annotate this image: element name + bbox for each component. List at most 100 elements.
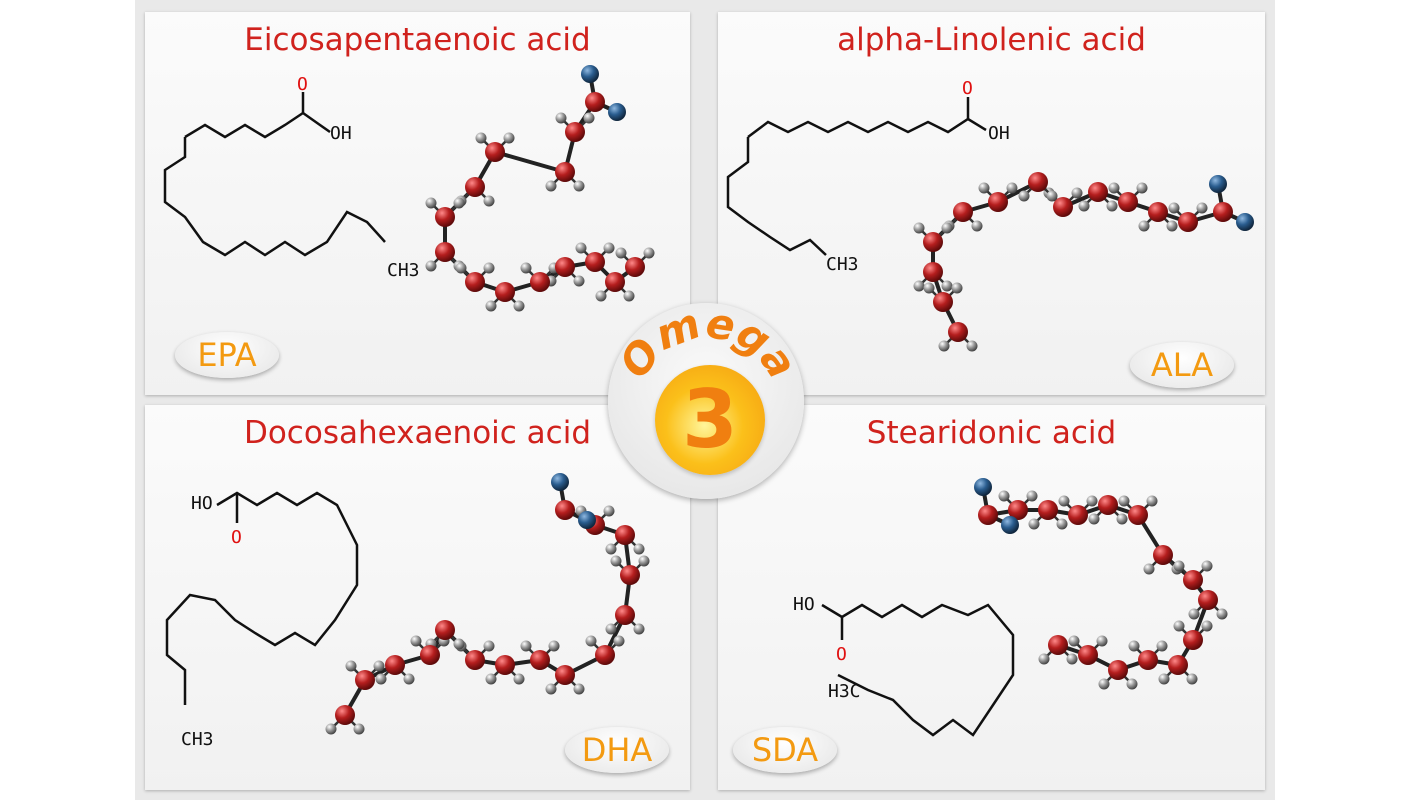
carbon-atom xyxy=(1028,172,1048,192)
carbon-atom xyxy=(435,207,455,227)
hydrogen-atom xyxy=(1046,190,1058,202)
carbon-atom xyxy=(1198,590,1218,610)
carbon-atom xyxy=(595,645,615,665)
hydrogen-atom xyxy=(1201,620,1213,632)
oxygen-atom xyxy=(578,511,596,529)
panel-title: Stearidonic acid xyxy=(866,415,1117,451)
hydrogen-atom xyxy=(633,623,645,635)
hydrogen-atom xyxy=(1216,608,1228,620)
abbr-badge: EPA xyxy=(175,332,279,378)
hydrogen-atom xyxy=(613,635,625,647)
hydrogen-atom xyxy=(573,180,585,192)
dha-structure: HO O CH3 xyxy=(165,473,650,750)
carbon-atom xyxy=(385,655,405,675)
hydrogen-atom xyxy=(966,340,978,352)
carbon-atom xyxy=(555,162,575,182)
carbon-atom xyxy=(530,272,550,292)
carbon-atom xyxy=(1098,495,1118,515)
hydrogen-atom xyxy=(375,673,387,685)
hydrogen-atom xyxy=(923,282,935,294)
hydrogen-atom xyxy=(603,242,615,254)
atom-h3c: H3C xyxy=(828,681,861,702)
carbon-atom xyxy=(1118,192,1138,212)
atom-ch3: CH3 xyxy=(181,729,214,750)
carbon-atom xyxy=(1213,202,1233,222)
panel-dha: Docosahexaenoic acid HO O CH3 DHA xyxy=(145,405,690,790)
hydrogen-atom xyxy=(403,673,415,685)
hydrogen-atom xyxy=(1118,495,1130,507)
hydrogen-atom xyxy=(1168,202,1180,214)
hydrogen-atom xyxy=(475,132,487,144)
oxygen-atom xyxy=(1236,213,1254,231)
hydrogen-atom xyxy=(425,260,437,272)
carbon-atom xyxy=(1053,197,1073,217)
abbr-badge: DHA xyxy=(565,727,669,773)
carbon-atom xyxy=(1178,212,1198,232)
carbon-atom xyxy=(555,500,575,520)
orange-sphere: 3 xyxy=(655,365,765,475)
hydrogen-atom xyxy=(595,290,607,302)
oxygen-atom xyxy=(581,65,599,83)
panel-title: Docosahexaenoic acid xyxy=(243,415,592,451)
omega-number: 3 xyxy=(682,373,738,466)
hydrogen-atom xyxy=(1158,673,1170,685)
carbon-atom xyxy=(1148,202,1168,222)
hydrogen-atom xyxy=(615,247,627,259)
hydrogen-atom xyxy=(1038,653,1050,665)
hydrogen-atom xyxy=(425,197,437,209)
sda-structure: HO O H3C xyxy=(793,478,1228,737)
hydrogen-atom xyxy=(1136,182,1148,194)
carbon-atom xyxy=(1038,500,1058,520)
carbon-atom xyxy=(435,242,455,262)
hydrogen-atom xyxy=(603,505,615,517)
atom-o: O xyxy=(962,78,973,99)
hydrogen-atom xyxy=(1138,220,1150,232)
hydrogen-atom xyxy=(1096,635,1108,647)
carbon-atom xyxy=(1128,505,1148,525)
hydrogen-atom xyxy=(483,640,495,652)
hydrogen-atom xyxy=(1068,635,1080,647)
hydrogen-atom xyxy=(1018,190,1030,202)
carbon-atom xyxy=(620,565,640,585)
hydrogen-atom xyxy=(1056,518,1068,530)
epa-structure: O OH CH3 xyxy=(163,65,655,312)
carbon-atom xyxy=(1108,660,1128,680)
carbon-atom xyxy=(953,202,973,222)
hydrogen-atom xyxy=(545,180,557,192)
carbon-atom xyxy=(565,122,585,142)
panel-title: alpha-Linolenic acid xyxy=(837,22,1146,58)
hydrogen-atom xyxy=(941,222,953,234)
hydrogen-atom xyxy=(633,543,645,555)
carbon-atom xyxy=(495,655,515,675)
atom-ch3: CH3 xyxy=(387,260,420,281)
carbon-atom xyxy=(530,650,550,670)
hydrogen-atom xyxy=(545,683,557,695)
hydrogen-atom xyxy=(638,555,650,567)
hydrogen-atom xyxy=(1128,640,1140,652)
hydrogen-atom xyxy=(555,112,567,124)
hydrogen-atom xyxy=(998,490,1010,502)
hydrogen-atom xyxy=(1196,202,1208,214)
hydrogen-atom xyxy=(1126,678,1138,690)
carbon-atom xyxy=(555,257,575,277)
hydrogen-atom xyxy=(503,132,515,144)
hydrogen-atom xyxy=(573,275,585,287)
hydrogen-atom xyxy=(1116,513,1128,525)
atom-o: O xyxy=(297,74,308,95)
hydrogen-atom xyxy=(1166,220,1178,232)
hydrogen-atom xyxy=(1006,182,1018,194)
hydrogen-atom xyxy=(913,222,925,234)
ball-and-stick-model xyxy=(425,65,655,312)
hydrogen-atom xyxy=(1173,560,1185,572)
hydrogen-atom xyxy=(520,640,532,652)
hydrogen-atom xyxy=(373,660,385,672)
hydrogen-atom xyxy=(643,247,655,259)
hydrogen-atom xyxy=(1108,182,1120,194)
carbon-atom xyxy=(420,645,440,665)
oxygen-atom xyxy=(1209,175,1227,193)
carbon-atom xyxy=(1068,505,1088,525)
carbon-atom xyxy=(355,670,375,690)
carbon-atom xyxy=(933,292,953,312)
abbr-badge: SDA xyxy=(733,727,837,773)
carbon-atom xyxy=(615,525,635,545)
